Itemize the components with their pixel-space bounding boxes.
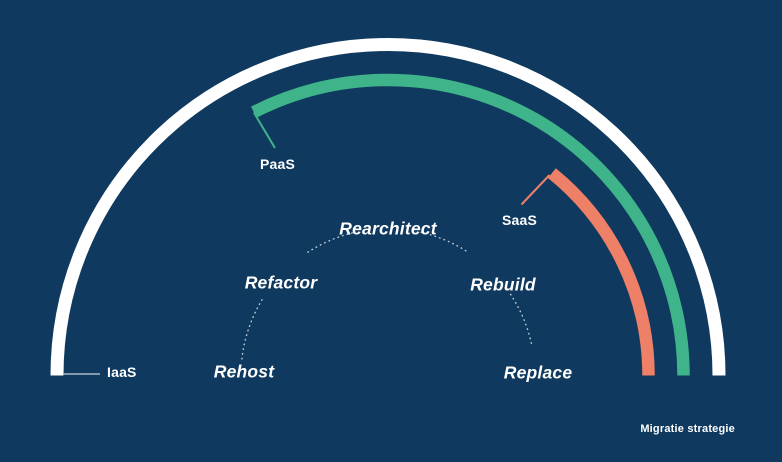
- dotted-segment-rebuild-replace: [509, 293, 533, 347]
- diagram-caption: Migratie strategie: [640, 423, 735, 435]
- dotted-segment-rehost-refactor: [241, 299, 263, 360]
- paas-leader-line: [252, 111, 276, 149]
- saas-leader-line: [520, 174, 551, 206]
- strategy-label-rebuild: Rebuild: [470, 274, 536, 295]
- saas-label: SaaS: [502, 212, 538, 228]
- paas-arc: [250, 73, 690, 376]
- dotted-segment-rearchitect-rebuild: [420, 231, 469, 253]
- dotted-segment-refactor-rearchitect: [307, 231, 356, 253]
- strategy-dotted-arc: [241, 231, 533, 360]
- strategy-label-replace: Replace: [503, 362, 573, 383]
- paas-label: PaaS: [260, 156, 296, 172]
- iaas-label: IaaS: [107, 364, 137, 380]
- iaas-arc: [50, 38, 726, 376]
- strategy-label-rehost: Rehost: [213, 361, 275, 382]
- strategy-label-refactor: Refactor: [244, 272, 318, 293]
- saas-arc: [547, 168, 655, 376]
- strategy-label-rearchitect: Rearchitect: [339, 218, 437, 239]
